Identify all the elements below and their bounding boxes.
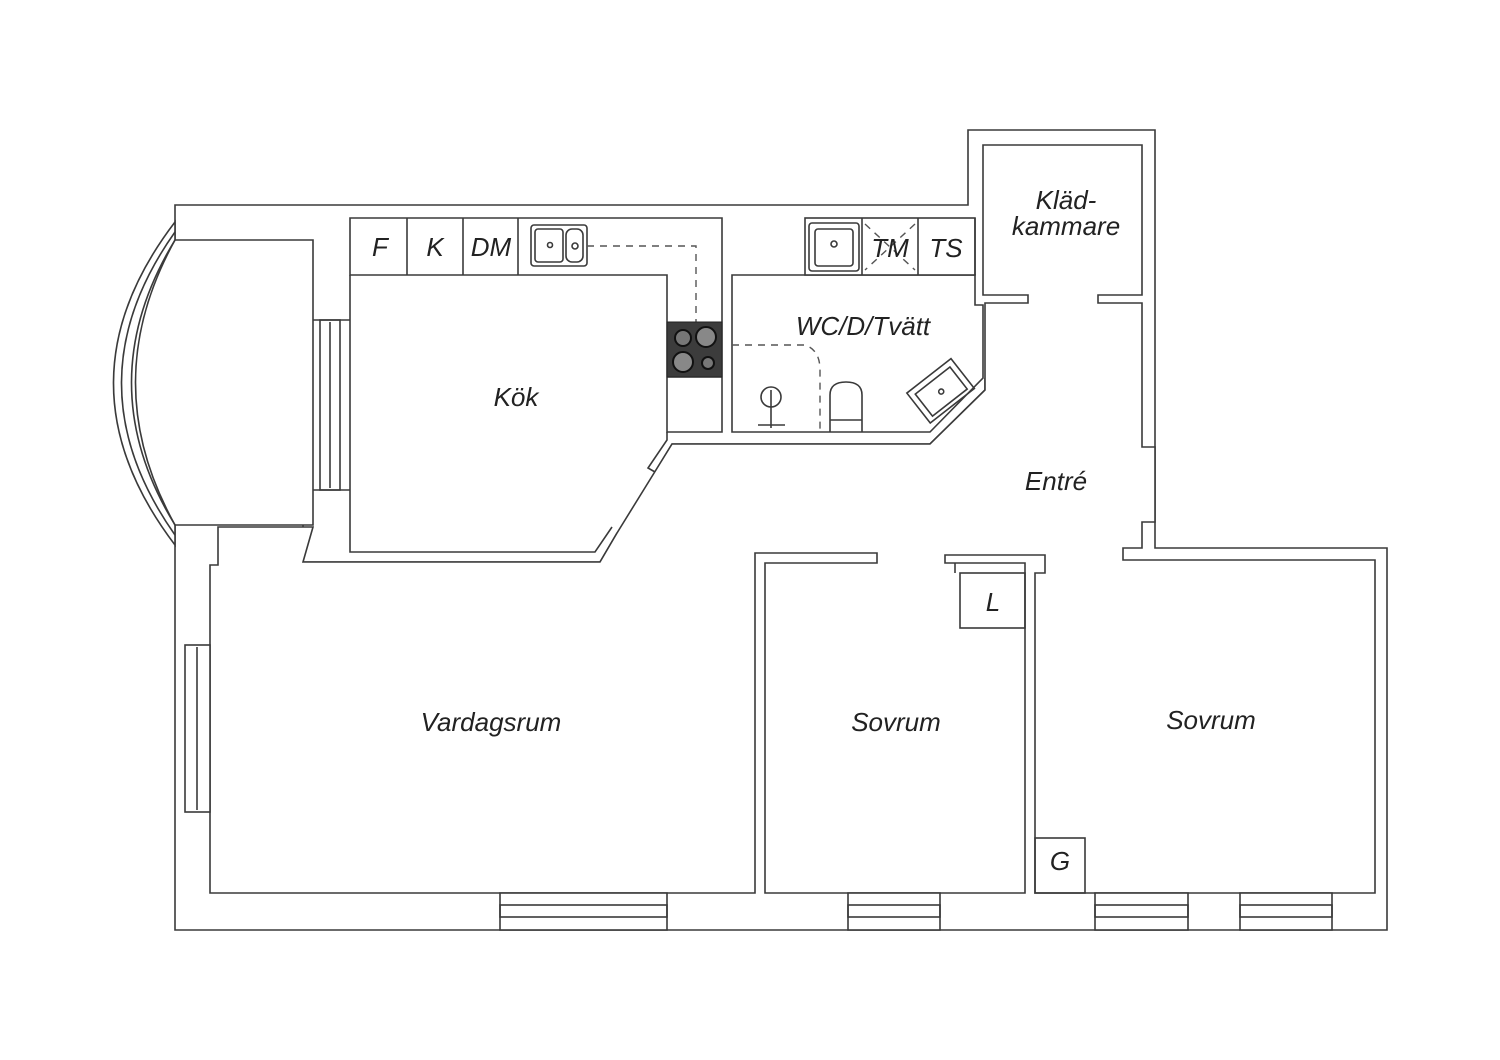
label-linen-closet: L <box>986 587 1000 617</box>
label-bedroom-2: Sovrum <box>1166 705 1256 735</box>
wardrobe <box>1034 837 1086 894</box>
bay-window <box>112 219 314 548</box>
label-closet-1: Kläd- <box>1036 185 1097 215</box>
label-washing-machine: TM <box>871 233 909 263</box>
label-freezer: K <box>426 232 445 262</box>
label-dryer: TS <box>929 233 963 263</box>
label-entrance: Entré <box>1025 466 1087 496</box>
label-fridge: F <box>372 232 390 262</box>
toilet-icon <box>829 381 863 432</box>
label-kitchen: Kök <box>494 382 541 412</box>
label-wardrobe: G <box>1050 846 1070 876</box>
linen-closet <box>959 572 1026 629</box>
sink-icon <box>905 357 976 425</box>
label-closet-2: kammare <box>1012 211 1120 241</box>
kitchen-walls <box>349 275 613 553</box>
label-dishwasher: DM <box>471 232 512 262</box>
bathroom-floor <box>731 274 984 433</box>
closet-floor <box>209 144 1376 894</box>
label-bathroom: WC/D/Tvätt <box>796 311 932 341</box>
shower-icon <box>758 386 785 428</box>
label-bedroom-1: Sovrum <box>851 707 941 737</box>
stove-icon <box>666 321 723 378</box>
windows <box>184 644 1333 931</box>
label-living-room: Vardagsrum <box>421 707 562 737</box>
